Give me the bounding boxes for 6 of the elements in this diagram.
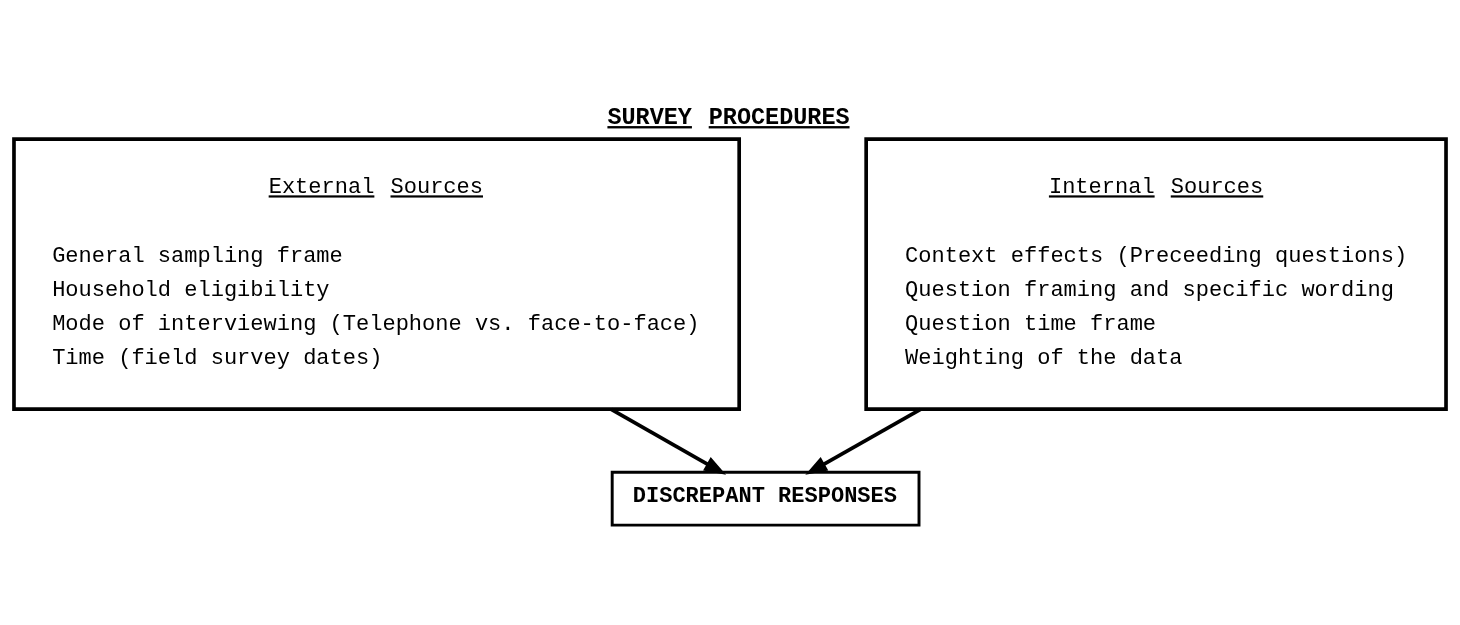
node-box: DISCREPANT RESPONSES xyxy=(610,470,921,527)
node-box: External Sources General sampling frame Household eligibility Mode of interviewing (Telephone vs. face-to-face) Time (field survey dates) xyxy=(12,136,741,411)
diagram-title: SURVEY PROCEDURES xyxy=(607,103,850,131)
node-box: Internal Sources Context effects (Preceeding questions) Question framing and specific wording Question time frame Weighting of the data xyxy=(864,136,1448,411)
arrow xyxy=(805,407,922,475)
arrow xyxy=(610,407,727,475)
